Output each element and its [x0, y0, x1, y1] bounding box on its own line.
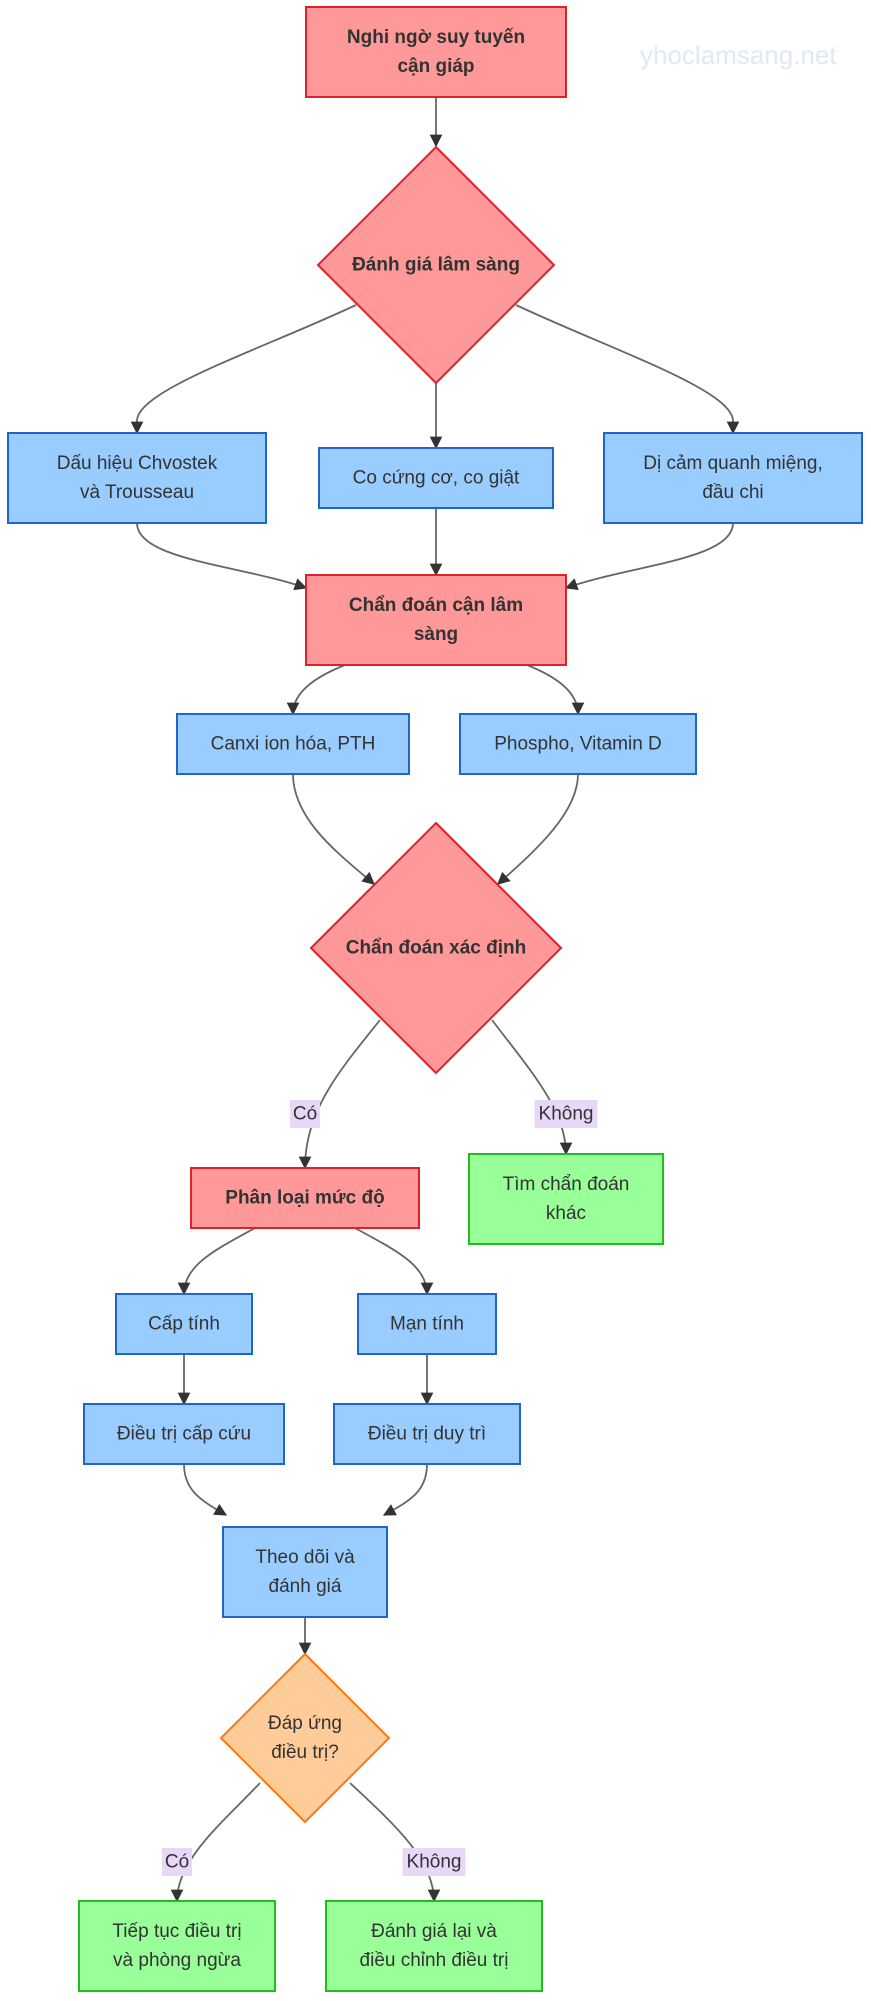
edge-label-dx-no: Không [534, 1100, 598, 1128]
node-response: Đáp ứng điều trị? [219, 1652, 391, 1824]
node-severity-line-1: Phân loại mức độ [225, 1188, 384, 1209]
edge-label-resp-yes: Có [162, 1848, 192, 1876]
node-emergency-tx-line-1: Điều trị cấp cứu [117, 1424, 251, 1445]
node-suspect: Nghi ngờ suy tuyến cận giáp [305, 6, 567, 98]
node-cramps-line-1: Co cứng cơ, co giật [353, 468, 520, 489]
edge-calcium-to-dx [292, 773, 375, 885]
node-reassess-line-1: Đánh giá lại và [371, 1921, 497, 1942]
node-paresthesia: Dị cảm quanh miệng, đầu chi [603, 432, 863, 524]
node-paresthesia-line-1: Dị cảm quanh miệng, [643, 453, 823, 474]
node-other-dx-line-2: khác [546, 1203, 586, 1224]
node-cramps: Co cứng cơ, co giật [318, 447, 554, 509]
node-monitor-line-2: đánh giá [269, 1576, 342, 1597]
node-suspect-line-1: Nghi ngờ suy tuyến [347, 27, 525, 48]
node-continue-tx-line-1: Tiếp tục điều trị [112, 1921, 241, 1942]
edge-label-text: Có [165, 1852, 189, 1873]
edge-label-text: Có [293, 1104, 317, 1125]
node-clinical-eval-line-1: Đánh giá lâm sàng [352, 255, 520, 276]
node-lab-dx-line-2: sàng [414, 624, 458, 645]
edge-phospho-to-dx [497, 773, 579, 885]
node-lab-dx: Chẩn đoán cận lâm sàng [305, 574, 567, 666]
node-reassess: Đánh giá lại và điều chỉnh điều trị [325, 1900, 543, 1992]
node-calcium-line-1: Canxi ion hóa, PTH [211, 734, 376, 755]
edge-labdx-to-calcium [286, 664, 346, 716]
node-calcium: Canxi ion hóa, PTH [176, 713, 410, 775]
node-chvostek-line-2: và Trousseau [80, 482, 194, 503]
node-monitor: Theo dõi và đánh giá [222, 1526, 388, 1618]
node-severity: Phân loại mức độ [190, 1167, 420, 1229]
node-monitor-line-1: Theo dõi và [255, 1547, 355, 1568]
edge-paresthesia-to-labdx [564, 522, 734, 591]
node-paresthesia-line-2: đầu chi [702, 482, 763, 503]
edges [130, 97, 740, 1903]
node-continue-tx: Tiếp tục điều trị và phòng ngừa [78, 1900, 276, 1992]
node-reassess-line-2: điều chỉnh điều trị [360, 1950, 509, 1971]
watermark-text: yhoclamsang.net [640, 40, 837, 70]
node-maintenance-tx-line-1: Điều trị duy trì [368, 1424, 486, 1445]
edge-response-to-continue [170, 1782, 261, 1903]
edge-emergency-to-monitor [183, 1463, 228, 1516]
edge-label-text: Không [539, 1104, 594, 1125]
edge-labdx-to-phospho [526, 664, 585, 716]
node-maintenance-tx: Điều trị duy trì [333, 1403, 521, 1465]
node-definitive-dx: Chẩn đoán xác định [309, 821, 563, 1075]
node-chvostek-line-1: Dấu hiệu Chvostek [57, 453, 218, 474]
edge-label-resp-no: Không [402, 1848, 466, 1876]
edge-response-to-reassess [349, 1782, 441, 1903]
node-chvostek: Dấu hiệu Chvostek và Trousseau [7, 432, 267, 524]
node-other-dx: Tìm chẩn đoán khác [468, 1153, 664, 1245]
edge-dx-to-severity [298, 1019, 381, 1170]
node-phospho-line-1: Phospho, Vitamin D [494, 734, 662, 755]
node-definitive-dx-line-1: Chẩn đoán xác định [346, 938, 527, 959]
edge-dx-to-other [491, 1019, 573, 1156]
node-suspect-line-2: cận giáp [397, 56, 474, 77]
edge-label-text: Không [407, 1852, 462, 1873]
node-lab-dx-line-1: Chẩn đoán cận lâm [349, 595, 523, 616]
node-phospho: Phospho, Vitamin D [459, 713, 697, 775]
node-other-dx-line-1: Tìm chẩn đoán [503, 1174, 630, 1195]
edge-chvostek-to-labdx [136, 522, 308, 591]
node-chronic: Mạn tính [357, 1293, 497, 1355]
node-continue-tx-line-2: và phòng ngừa [113, 1950, 241, 1971]
node-response-line-2: điều trị? [271, 1742, 339, 1763]
edge-label-dx-yes: Có [290, 1100, 320, 1128]
edge-severity-to-chronic [354, 1227, 434, 1296]
edge-maintenance-to-monitor [382, 1463, 428, 1516]
node-chronic-line-1: Mạn tính [390, 1314, 464, 1335]
edge-eval-to-chvostek [130, 304, 357, 435]
edge-severity-to-acute [177, 1227, 256, 1296]
node-acute-line-1: Cấp tính [148, 1314, 220, 1335]
node-response-line-1: Đáp ứng [268, 1713, 342, 1734]
node-clinical-eval: Đánh giá lâm sàng [316, 145, 556, 385]
node-acute: Cấp tính [115, 1293, 253, 1355]
node-emergency-tx: Điều trị cấp cứu [83, 1403, 285, 1465]
edge-eval-to-paresthesia [515, 304, 740, 435]
